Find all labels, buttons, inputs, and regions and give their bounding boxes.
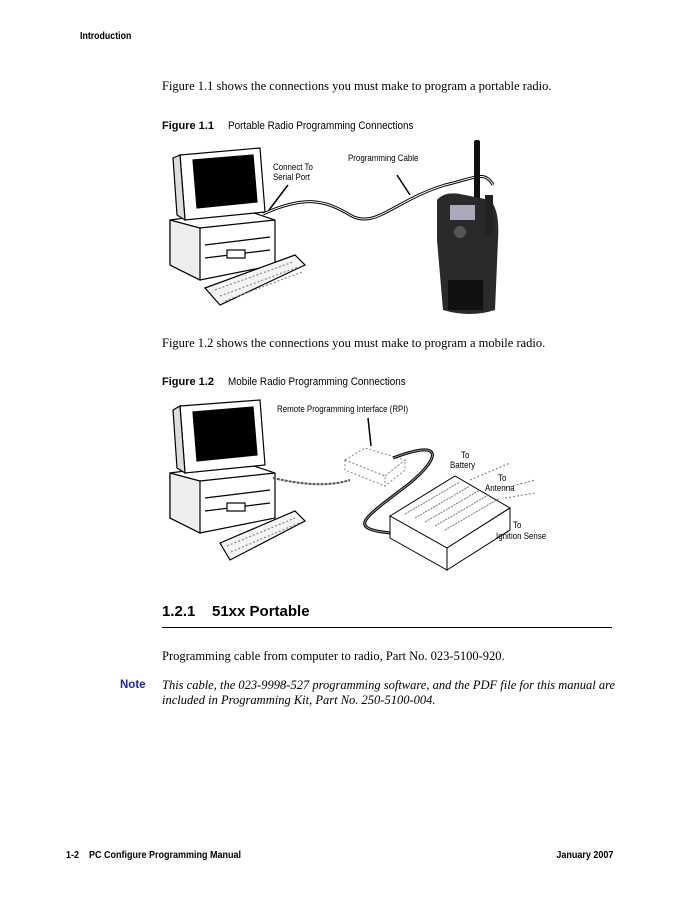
running-header: Introduction [80,31,132,42]
connect-label-line2: Serial Port [273,172,310,182]
note-line1: This cable, the 023-9998-527 programming… [162,678,616,692]
figure1-illustration: Connect To Serial Port Programming Cable [165,140,575,320]
figure2-caption: Figure 1.2 Mobile Radio Programming Conn… [162,376,406,388]
rpi-box-icon [343,447,407,488]
figure1-intro: Figure 1.1 shows the connections you mus… [162,79,552,93]
figure2-title: Mobile Radio Programming Connections [228,376,406,388]
cable-label: Programming Cable [348,153,419,163]
mobile-connection-diagram [169,399,536,571]
section-rule [162,627,612,628]
figure2-intro: Figure 1.2 shows the connections you mus… [162,336,546,350]
arrow-icon [367,417,372,447]
arrow-icon [396,174,411,196]
to-battery-to: To [461,450,470,460]
figure2-illustration: Remote Programming Interface (RPI) To Ba… [165,398,575,573]
portable-radio-icon [437,140,499,314]
mobile-radio-icon [389,475,511,571]
portable-connection-diagram [169,140,499,314]
ignition-label: Ignition Sense [496,531,547,541]
note-line2: included in Programming Kit, Part No. 25… [162,693,436,707]
battery-label: Battery [450,460,476,470]
page-number: 1-2 [66,850,80,861]
section-title: 51xx Portable [212,603,310,620]
footer-date: January 2007 [555,850,613,861]
computer-icon [169,147,307,306]
figure2-number: Figure 1.2 [162,376,214,388]
note-label: Note [120,679,146,691]
connect-label-line1: Connect To [273,162,313,172]
cable-paragraph: Programming cable from computer to radio… [162,649,505,663]
footer-left: 1-2 PC Configure Programming Manual [66,850,241,861]
figure1-number: Figure 1.1 [162,120,214,132]
to-antenna-to: To [498,473,507,483]
figure1-title: Portable Radio Programming Connections [228,120,414,132]
figure1-caption: Figure 1.1 Portable Radio Programming Co… [162,120,413,132]
note-text: This cable, the 023-9998-527 programming… [162,678,615,708]
antenna-label: Antenna [485,483,515,493]
computer-icon [169,399,307,561]
arrow-icon [268,184,289,211]
section-number: 1.2.1 [162,603,196,620]
manual-title: PC Configure Programming Manual [89,850,242,861]
rpi-label: Remote Programming Interface (RPI) [277,404,409,414]
to-ignition-to: To [513,520,522,530]
